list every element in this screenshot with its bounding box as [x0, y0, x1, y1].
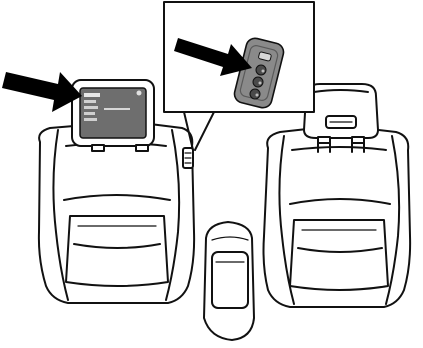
- control-button-2: [253, 77, 263, 87]
- callout-magnifier: [164, 2, 314, 150]
- left-seat: [39, 124, 194, 303]
- side-control-box: [183, 148, 193, 168]
- control-button-3: [250, 89, 260, 99]
- right-headrest: [304, 84, 378, 143]
- right-seat: [264, 128, 411, 307]
- left-headrest: [72, 80, 154, 151]
- control-button-1: [256, 65, 266, 75]
- arrow-icon: [2, 72, 82, 112]
- center-console: [204, 222, 254, 340]
